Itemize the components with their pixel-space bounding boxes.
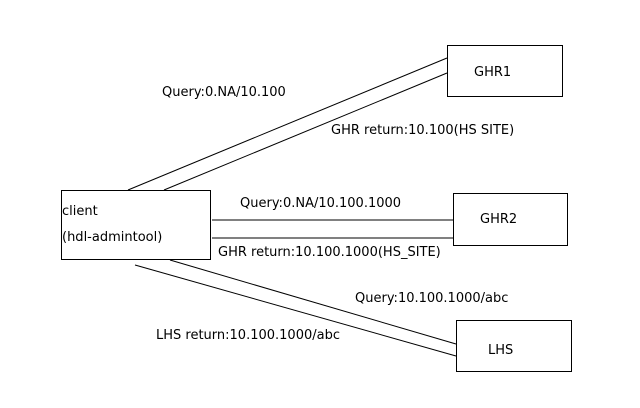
query-label-ghr1: Query:0.NA/10.100	[162, 85, 286, 100]
client-node: client (hdl-admintool)	[61, 190, 211, 260]
return-label-ghr1: GHR return:10.100(HS SITE)	[331, 123, 515, 138]
query-line-lhs	[169, 259, 457, 345]
ghr2-node: GHR2	[453, 193, 568, 246]
client-label: client	[62, 204, 98, 219]
lhs-label: LHS	[488, 343, 514, 358]
ghr1-label: GHR1	[474, 65, 512, 80]
return-label-lhs: LHS return:10.100.1000/abc	[156, 328, 340, 343]
client-sublabel: (hdl-admintool)	[62, 230, 163, 245]
query-label-lhs: Query:10.100.1000/abc	[355, 291, 509, 306]
ghr2-label: GHR2	[480, 212, 518, 227]
return-line-lhs	[134, 264, 457, 357]
return-label-ghr2: GHR return:10.100.1000(HS_SITE)	[218, 245, 441, 260]
lhs-node: LHS	[456, 320, 572, 372]
ghr1-node: GHR1	[447, 45, 563, 97]
return-line-ghr1	[163, 72, 448, 191]
query-line-ghr1	[127, 57, 448, 191]
query-label-ghr2: Query:0.NA/10.100.1000	[240, 196, 402, 211]
